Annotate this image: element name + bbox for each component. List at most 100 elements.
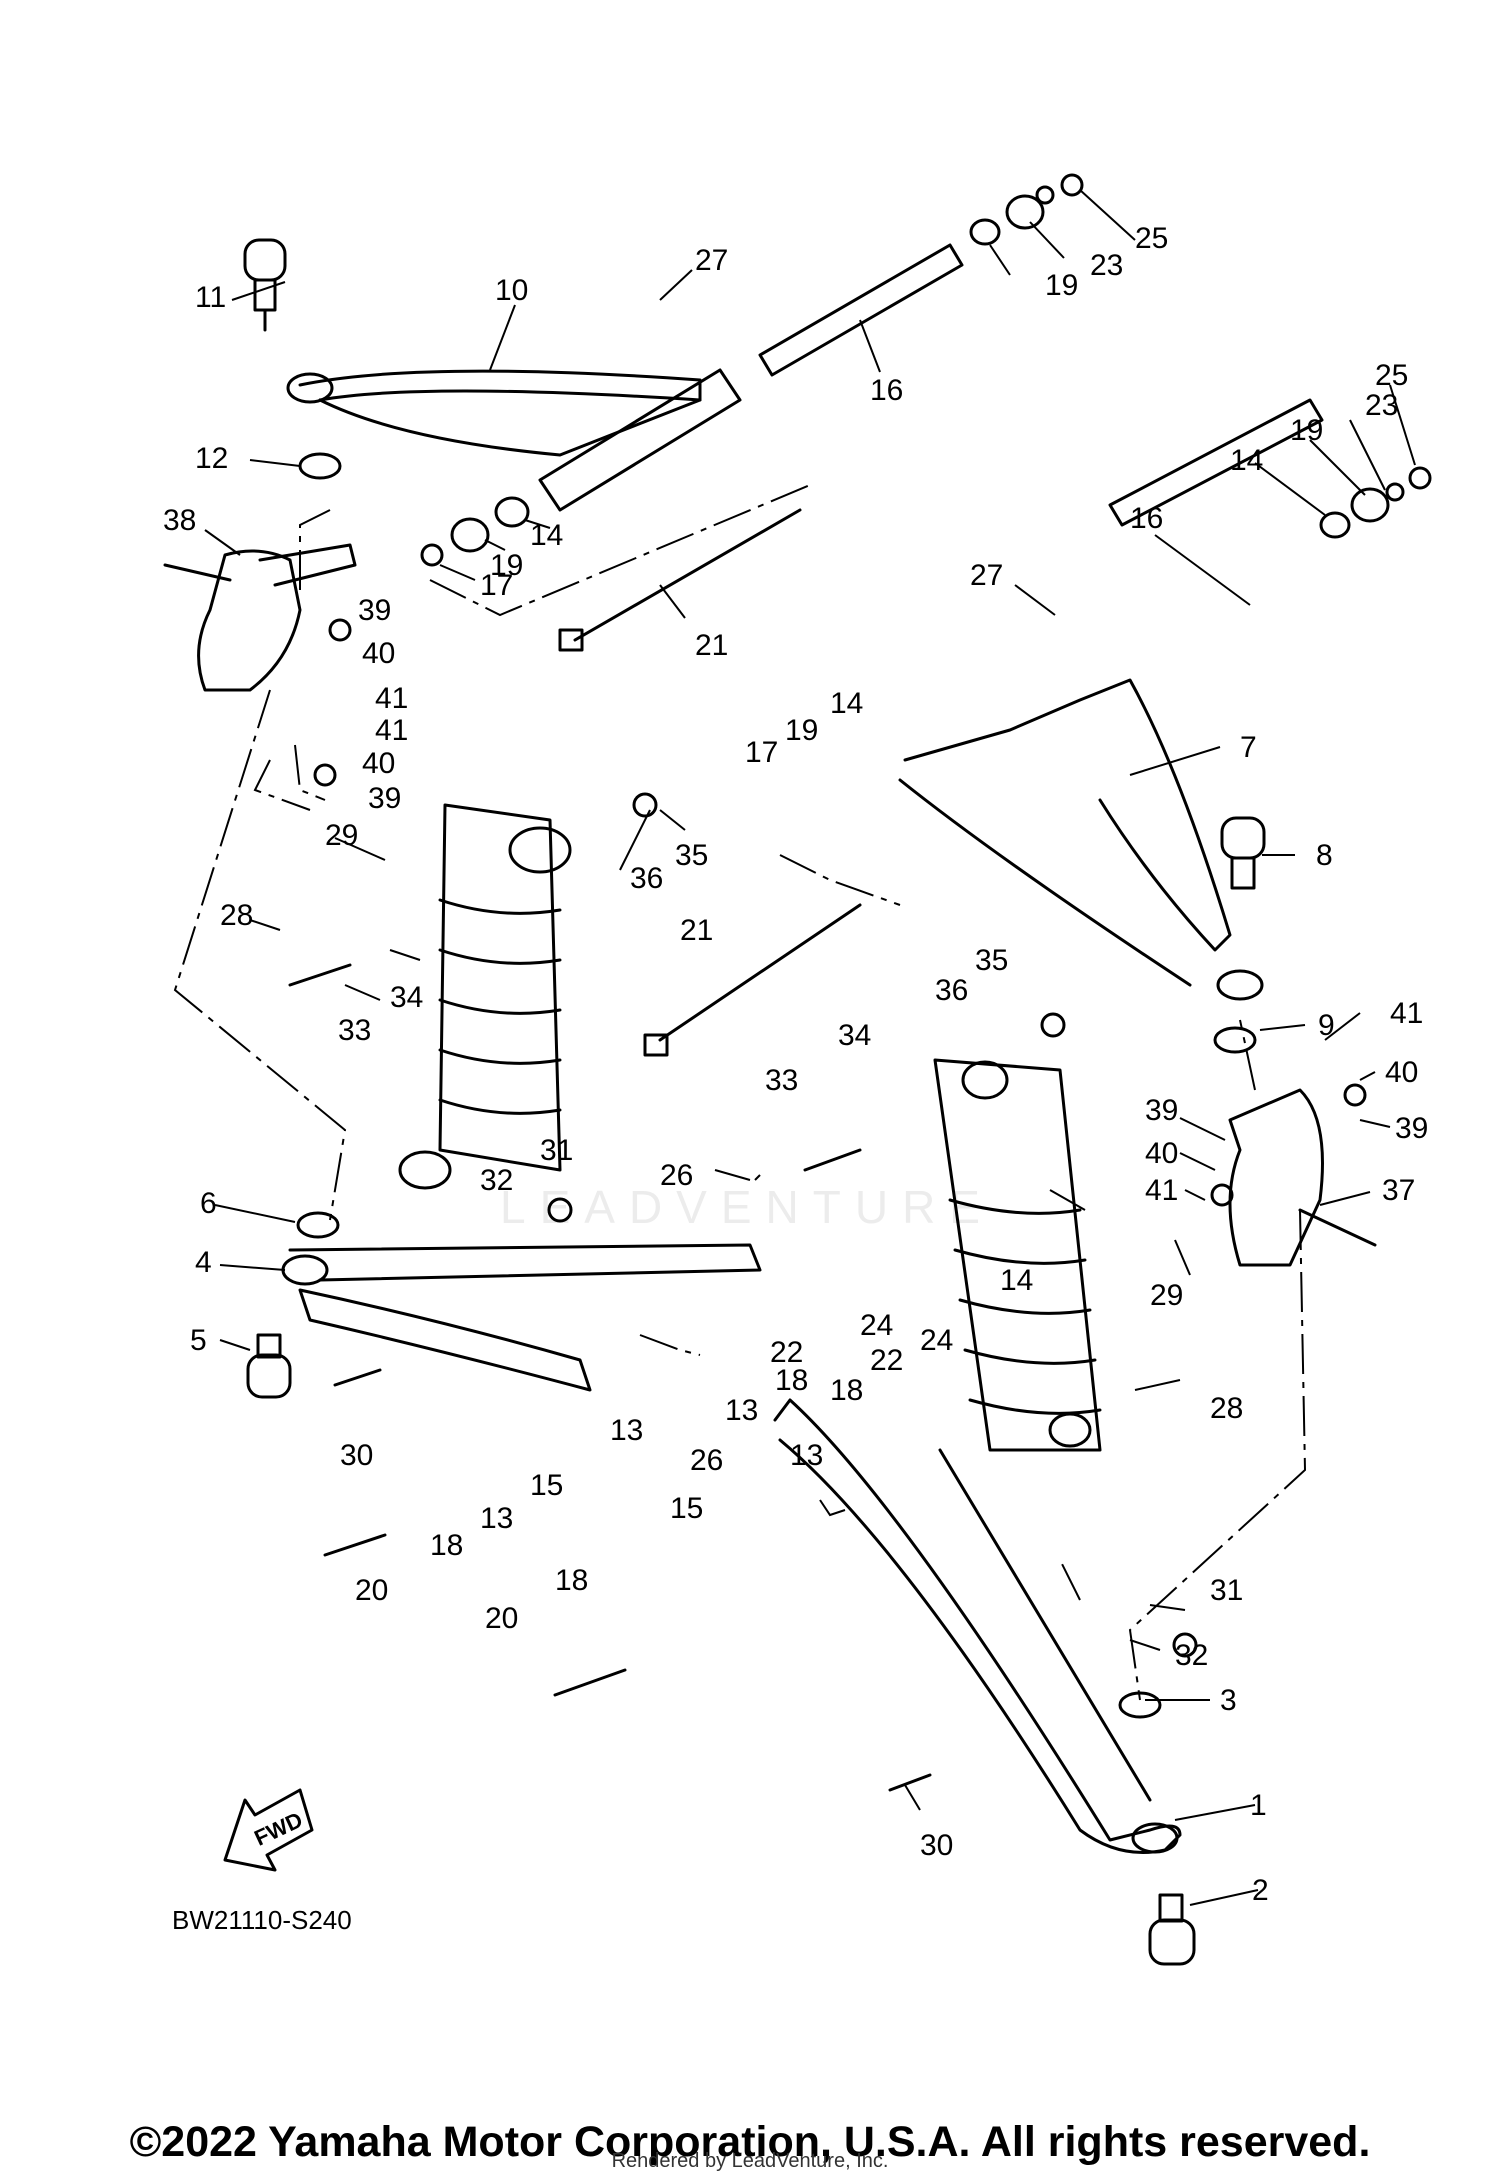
callout-39b: 39 (368, 782, 401, 815)
callout-15b: 15 (670, 1492, 703, 1525)
callout-14d: 14 (1230, 444, 1263, 477)
callout-13d: 13 (610, 1414, 643, 1447)
copyright-notice: ©2022 Yamaha Motor Corporation, U.S.A. A… (129, 2118, 1371, 2166)
callout-5: 5 (190, 1324, 207, 1357)
callout-26b: 26 (690, 1444, 723, 1477)
callout-40b: 40 (362, 747, 395, 780)
callout-2: 2 (1252, 1874, 1269, 1907)
callout-41a: 41 (375, 682, 408, 715)
callout-39d: 39 (1395, 1112, 1428, 1145)
callout-13a: 13 (725, 1394, 758, 1427)
callout-38: 38 (163, 504, 196, 537)
callout-numbers: 1 2 3 4 5 6 7 8 9 10 11 12 13 13 13 13 1… (163, 222, 1428, 1907)
callout-41c: 41 (1145, 1174, 1178, 1207)
callout-6: 6 (200, 1187, 217, 1220)
callout-23a: 23 (1090, 249, 1123, 282)
callout-26a: 26 (660, 1159, 693, 1192)
callout-8: 8 (1316, 839, 1333, 872)
callout-12: 12 (195, 442, 228, 475)
callout-19b: 19 (490, 549, 523, 582)
callout-33b: 33 (765, 1064, 798, 1097)
callout-13b: 13 (480, 1502, 513, 1535)
callout-40a: 40 (362, 637, 395, 670)
knuckle-37[interactable] (1228, 1088, 1377, 1267)
callout-19a: 19 (1045, 269, 1078, 302)
callout-27b: 27 (970, 559, 1003, 592)
callout-18a: 18 (775, 1364, 808, 1397)
callout-32b: 32 (1175, 1639, 1208, 1672)
pivot-bolt-21[interactable] (558, 508, 862, 1057)
bolts-and-nuts[interactable] (288, 618, 1367, 1792)
callout-14a: 14 (1000, 1264, 1033, 1297)
callout-18d: 18 (555, 1564, 588, 1597)
callout-36a: 36 (630, 862, 663, 895)
callout-41b: 41 (375, 714, 408, 747)
callout-17b: 17 (745, 736, 778, 769)
callout-29a: 29 (325, 819, 358, 852)
callout-33a: 33 (338, 1014, 371, 1047)
callout-1: 1 (1250, 1789, 1267, 1822)
callout-41d: 41 (1390, 997, 1423, 1030)
callout-13c: 13 (790, 1439, 823, 1472)
callout-23b: 23 (1365, 389, 1398, 422)
ball-joint-11[interactable] (243, 238, 287, 332)
callout-29b: 29 (1150, 1279, 1183, 1312)
callout-22a: 22 (770, 1336, 803, 1369)
callout-21b: 21 (680, 914, 713, 947)
callout-35b: 35 (975, 944, 1008, 977)
diagram-code: BW21110-S240 (172, 1905, 352, 1935)
callout-39c: 39 (1145, 1094, 1178, 1127)
callout-37: 37 (1382, 1174, 1415, 1207)
callout-24b: 24 (920, 1324, 953, 1357)
ball-joint-5[interactable] (246, 1333, 292, 1399)
callout-15a: 15 (530, 1469, 563, 1502)
callout-31a: 31 (540, 1134, 573, 1167)
callout-10: 10 (495, 274, 528, 307)
callout-14c: 14 (830, 687, 863, 720)
callout-34a: 34 (390, 981, 423, 1014)
callout-25b: 25 (1375, 359, 1408, 392)
callout-22b: 22 (870, 1344, 903, 1377)
callout-17a: 17 (480, 569, 513, 602)
callout-40c: 40 (1145, 1137, 1178, 1170)
callout-20b: 20 (485, 1602, 518, 1635)
upper-arm-right[interactable] (898, 678, 1264, 1001)
callout-21a: 21 (695, 629, 728, 662)
callout-7: 7 (1240, 731, 1257, 764)
bushings-upper[interactable] (420, 173, 1432, 567)
callout-24a: 24 (860, 1309, 893, 1342)
lower-arm-right[interactable] (773, 1398, 1182, 1854)
shock-absorber-left[interactable] (398, 803, 572, 1190)
callout-19d: 19 (1290, 414, 1323, 447)
callout-19c: 19 (785, 714, 818, 747)
knuckle-38[interactable] (163, 543, 357, 692)
callout-4: 4 (195, 1246, 212, 1279)
callout-32a: 32 (480, 1164, 513, 1197)
callout-39a: 39 (358, 594, 391, 627)
callout-30a: 30 (340, 1439, 373, 1472)
upper-pivot-shaft-16[interactable] (758, 243, 1324, 527)
callout-11: 11 (195, 281, 226, 314)
callout-18c: 18 (830, 1374, 863, 1407)
assembly-lines (173, 484, 1307, 1701)
callout-25a: 25 (1135, 222, 1168, 255)
ball-joint-2[interactable] (1148, 1893, 1196, 1966)
callout-27a: 27 (695, 244, 728, 277)
callout-34b: 34 (838, 1019, 871, 1052)
callout-18b: 18 (430, 1529, 463, 1562)
callout-20a: 20 (355, 1574, 388, 1607)
callout-14b: 14 (530, 519, 563, 552)
forward-arrow-icon: FWD (223, 1788, 314, 1872)
callout-16b: 16 (1130, 502, 1163, 535)
shock-absorber-right[interactable] (933, 1058, 1102, 1452)
upper-arm-left[interactable] (286, 368, 742, 512)
lower-arm-left[interactable] (281, 1243, 762, 1392)
callout-16a: 16 (870, 374, 903, 407)
rendered-by-notice: Rendered by LeadVenture, Inc. (611, 2150, 889, 2172)
watermark-text: LEADVENTURE (500, 1181, 994, 1233)
callout-31b: 31 (1210, 1574, 1243, 1607)
callout-35a: 35 (675, 839, 708, 872)
ball-joint-8[interactable] (1220, 816, 1266, 890)
callout-36b: 36 (935, 974, 968, 1007)
